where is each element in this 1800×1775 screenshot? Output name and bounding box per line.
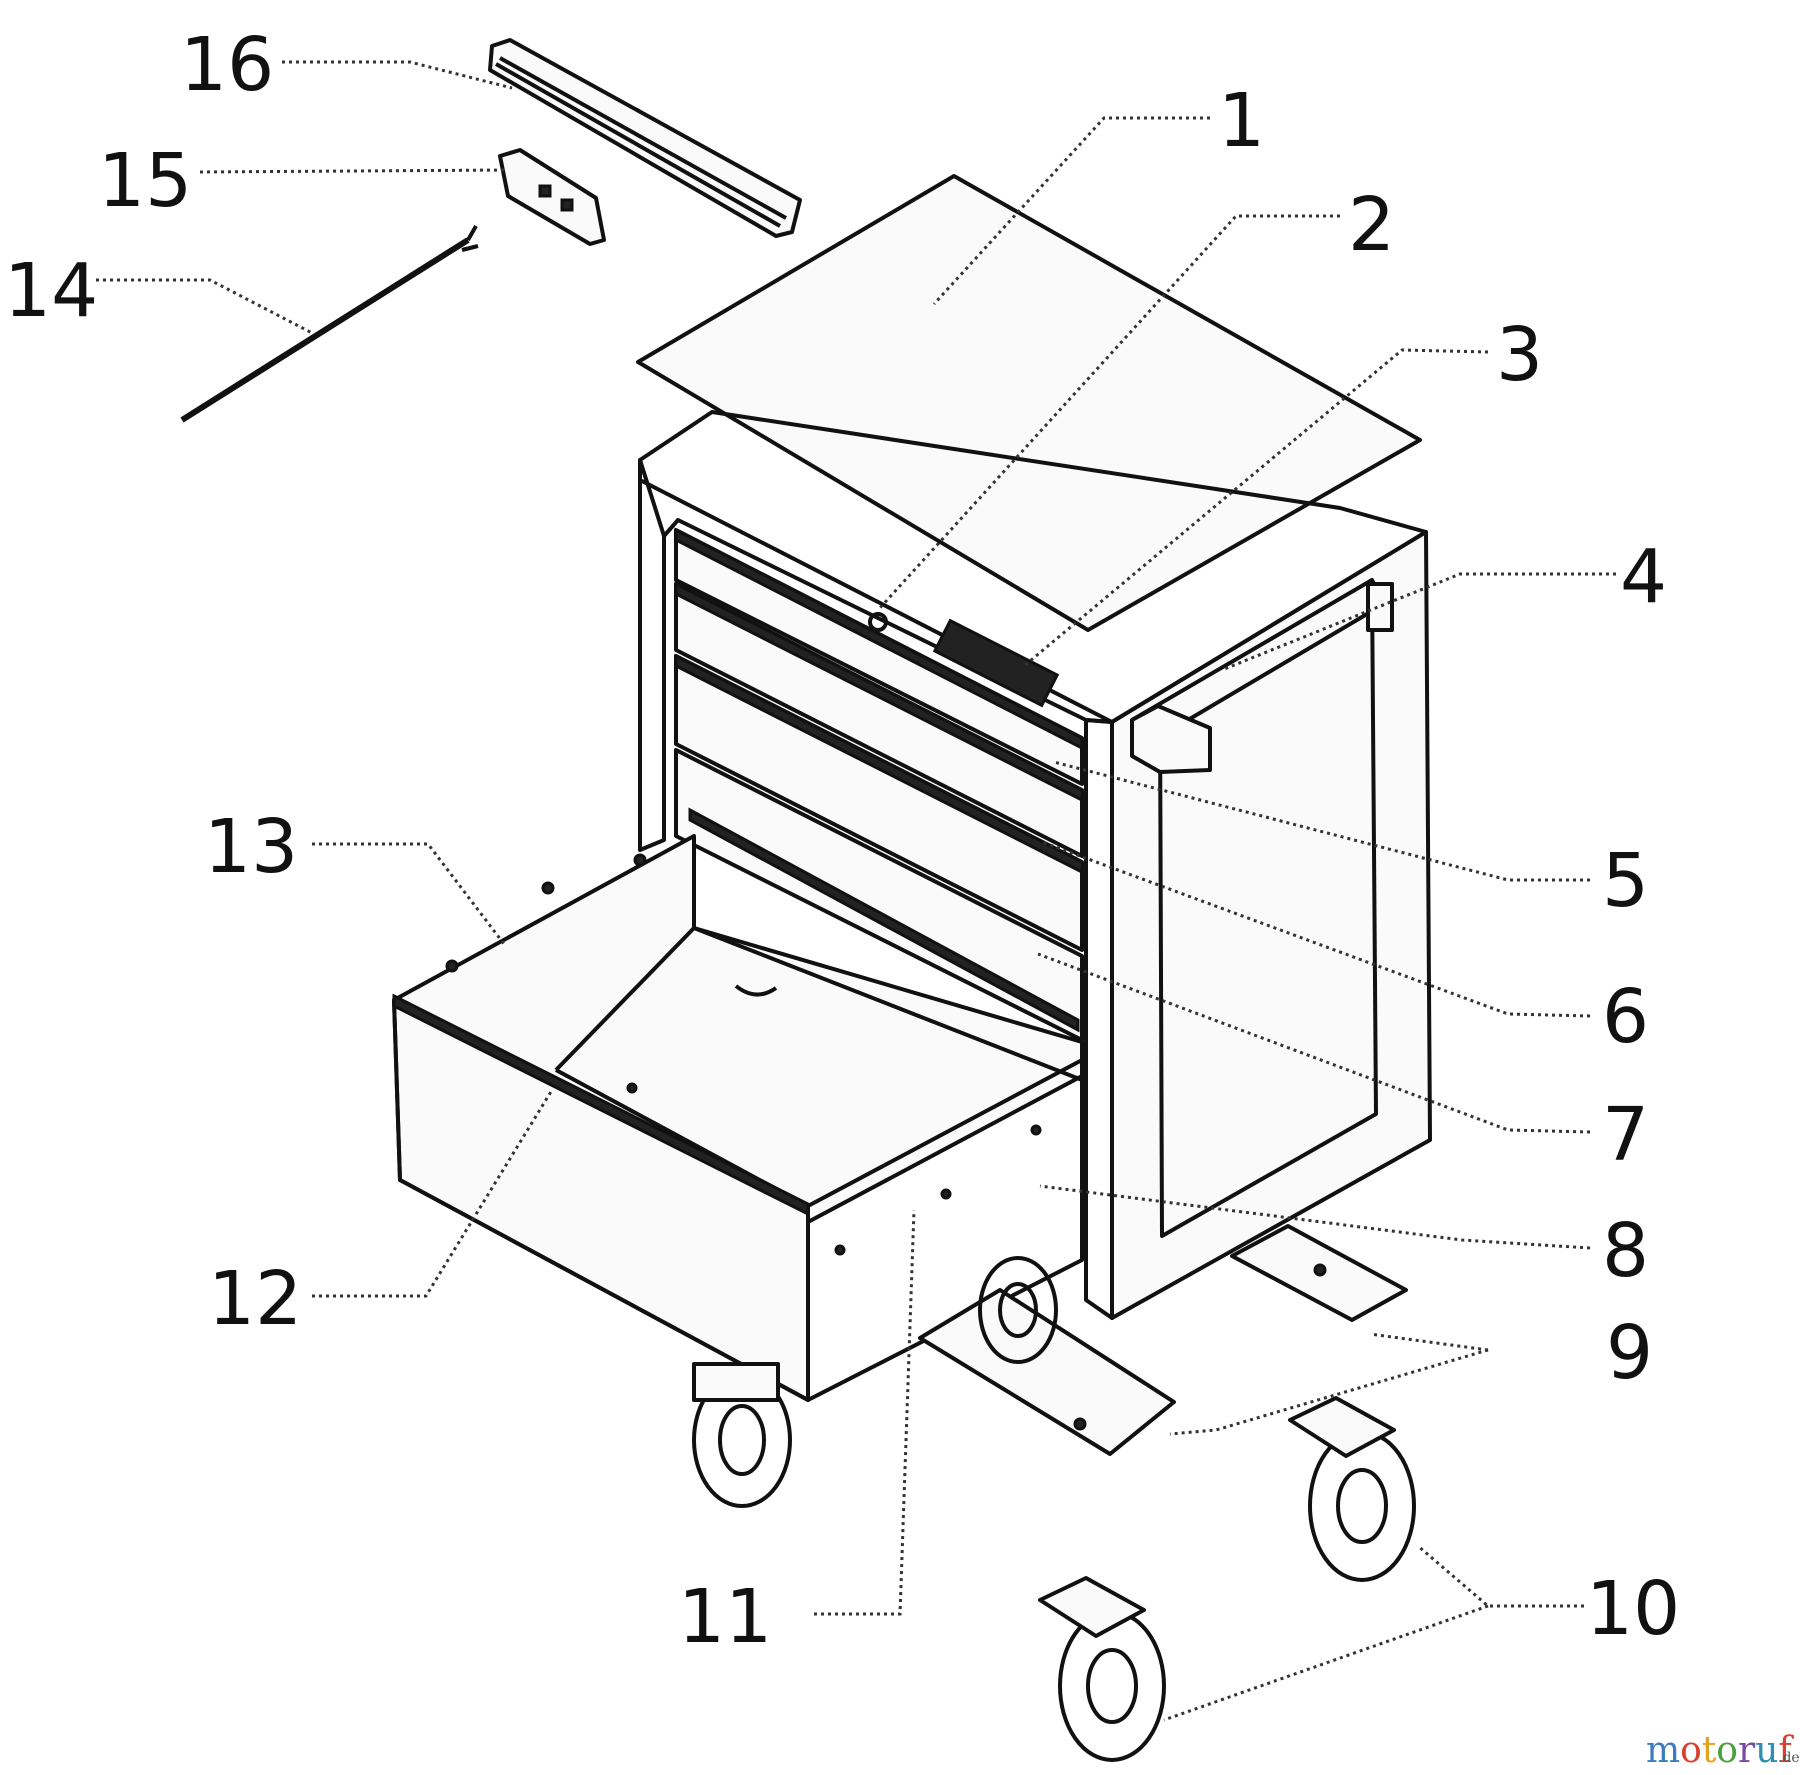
part-4-side-handle xyxy=(1130,578,1394,774)
watermark-suffix: .de xyxy=(1778,1750,1800,1766)
callout-11: 11 xyxy=(678,1574,772,1660)
callout-6: 6 xyxy=(1602,974,1649,1060)
cabinet-body xyxy=(638,410,1432,1320)
callout-8: 8 xyxy=(1602,1208,1649,1294)
callout-7: 7 xyxy=(1602,1092,1649,1178)
callout-5: 5 xyxy=(1602,838,1649,924)
watermark-letter-7: f xyxy=(1778,1730,1794,1771)
watermark-letter-1: m xyxy=(1646,1730,1680,1771)
part-15-bracket xyxy=(498,148,606,246)
callout-10: 10 xyxy=(1586,1566,1680,1652)
callout-2: 2 xyxy=(1348,182,1395,268)
watermark-letter-4: o xyxy=(1716,1730,1738,1771)
leader-lines xyxy=(96,60,1616,1722)
watermark-letter-6: u xyxy=(1755,1730,1778,1771)
callout-13: 13 xyxy=(204,804,298,890)
open-drawer xyxy=(392,834,1084,1402)
watermark-letter-5: r xyxy=(1738,1730,1756,1771)
part-10-caster-a xyxy=(1288,1396,1416,1582)
callout-9: 9 xyxy=(1606,1310,1653,1396)
watermark-letter-3: t xyxy=(1702,1730,1717,1771)
watermark-letter-2: o xyxy=(1680,1730,1702,1771)
svg-text:motoruf: motoruf xyxy=(1646,1730,1794,1771)
part-14-rod xyxy=(180,225,479,423)
callout-14: 14 xyxy=(4,248,98,334)
part-1-top-mat xyxy=(636,174,1422,632)
part-16-slide-rail xyxy=(488,38,802,238)
callout-4: 4 xyxy=(1620,534,1667,620)
motoruf-watermark-logo: motoruf .de xyxy=(1646,1730,1800,1771)
part-10-caster-b xyxy=(1038,1576,1166,1762)
callout-12: 12 xyxy=(208,1256,302,1342)
callout-15: 15 xyxy=(98,138,192,224)
callout-3: 3 xyxy=(1496,312,1543,398)
caster-front-left xyxy=(692,1362,792,1508)
callout-1: 1 xyxy=(1218,78,1265,164)
caster-rear-left xyxy=(978,1256,1058,1364)
callout-numbers: 16 15 14 1 2 3 4 5 6 7 8 9 10 11 12 13 xyxy=(4,22,1680,1660)
callout-16: 16 xyxy=(180,22,274,108)
